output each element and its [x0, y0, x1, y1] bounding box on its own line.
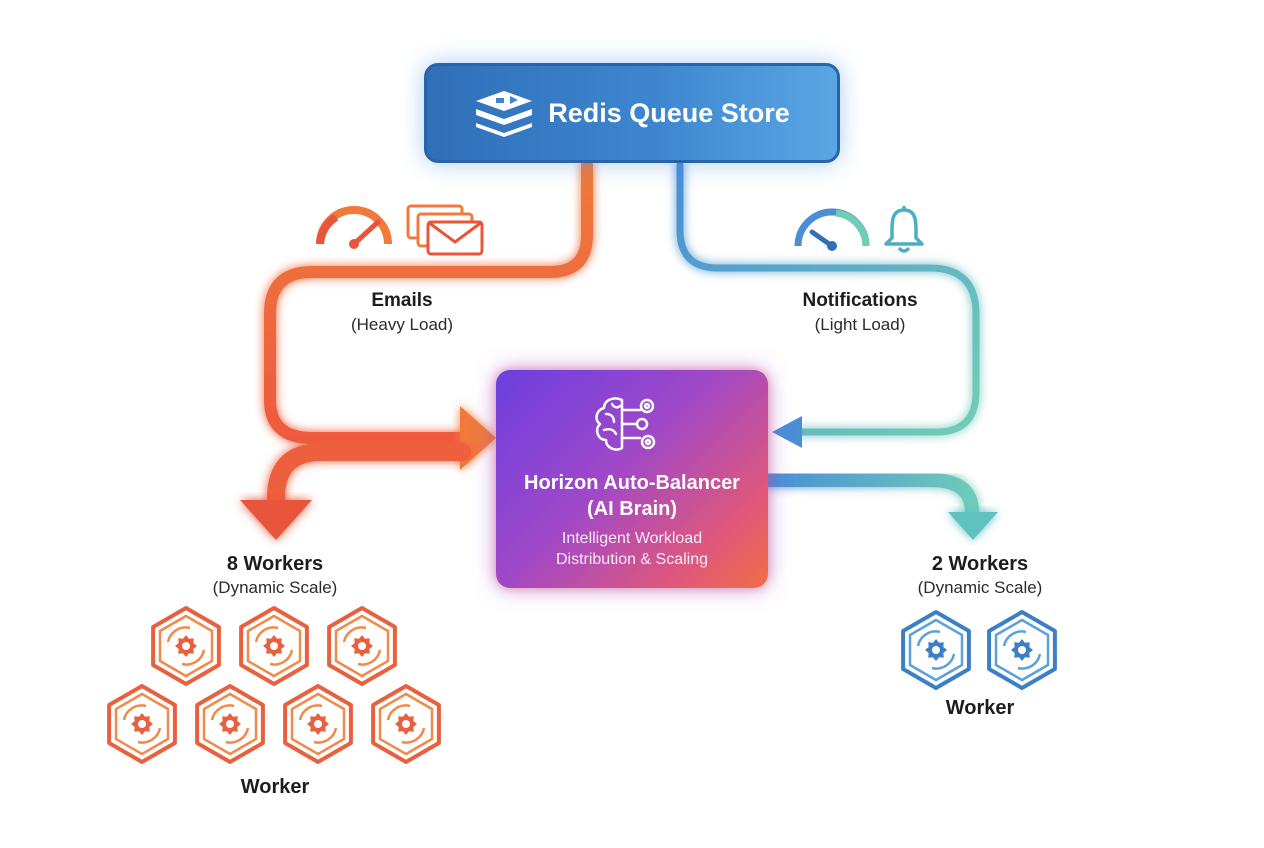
- hex-gear-icon: [283, 684, 353, 764]
- left-pool-worker-label: Worker: [240, 776, 310, 798]
- hex-gear-icon: [239, 606, 309, 686]
- hex-gear-icon: [371, 684, 441, 764]
- right-worker-pool: [901, 610, 1057, 690]
- redis-queue-store-node: Redis Queue Store: [424, 63, 840, 163]
- notifications-arrowhead: [772, 416, 802, 448]
- notifications-title: Notifications: [802, 290, 918, 311]
- brain-gears-icon: [595, 397, 656, 451]
- redis-title: Redis Queue Store: [548, 97, 790, 128]
- right-pool-subtitle: (Dynamic Scale): [917, 578, 1043, 597]
- left-workers-arrowhead: [240, 500, 312, 540]
- envelopes-icon: [406, 204, 484, 256]
- emails-subtitle: (Heavy Load): [350, 315, 454, 334]
- balancer-subtitle: Intelligent Workload Distribution & Scal…: [555, 530, 709, 568]
- right-pool-title: 2 Workers: [931, 553, 1029, 575]
- left-pool-subtitle: (Dynamic Scale): [212, 578, 338, 597]
- hex-gear-icon: [327, 606, 397, 686]
- stack-icon: [476, 91, 533, 137]
- notifications-connector: [676, 161, 980, 436]
- gauge-high-icon: [316, 206, 392, 249]
- bell-icon: [884, 206, 924, 253]
- hex-gear-icon: [151, 606, 221, 686]
- hex-gear-icon: [901, 610, 971, 690]
- emails-connector: [264, 159, 593, 444]
- hex-gear-icon: [107, 684, 177, 764]
- hex-gear-icon: [195, 684, 265, 764]
- emails-to-workers-connector: [267, 443, 471, 514]
- horizon-auto-balancer-node: Horizon Auto-Balancer (AI Brain) Intelli…: [496, 370, 768, 588]
- balancer-title: Horizon Auto-Balancer (AI Brain): [524, 472, 740, 520]
- left-worker-pool: [107, 606, 441, 764]
- right-workers-arrowhead: [948, 512, 998, 540]
- gauge-low-icon: [794, 208, 870, 251]
- emails-arrowhead: [460, 406, 496, 470]
- right-pool-worker-label: Worker: [945, 697, 1015, 719]
- hex-gear-icon: [987, 610, 1057, 690]
- left-pool-title: 8 Workers: [226, 553, 324, 575]
- balancer-to-right-workers-connector: [761, 473, 979, 519]
- emails-title: Emails: [371, 290, 433, 311]
- notifications-subtitle: (Light Load): [814, 315, 906, 334]
